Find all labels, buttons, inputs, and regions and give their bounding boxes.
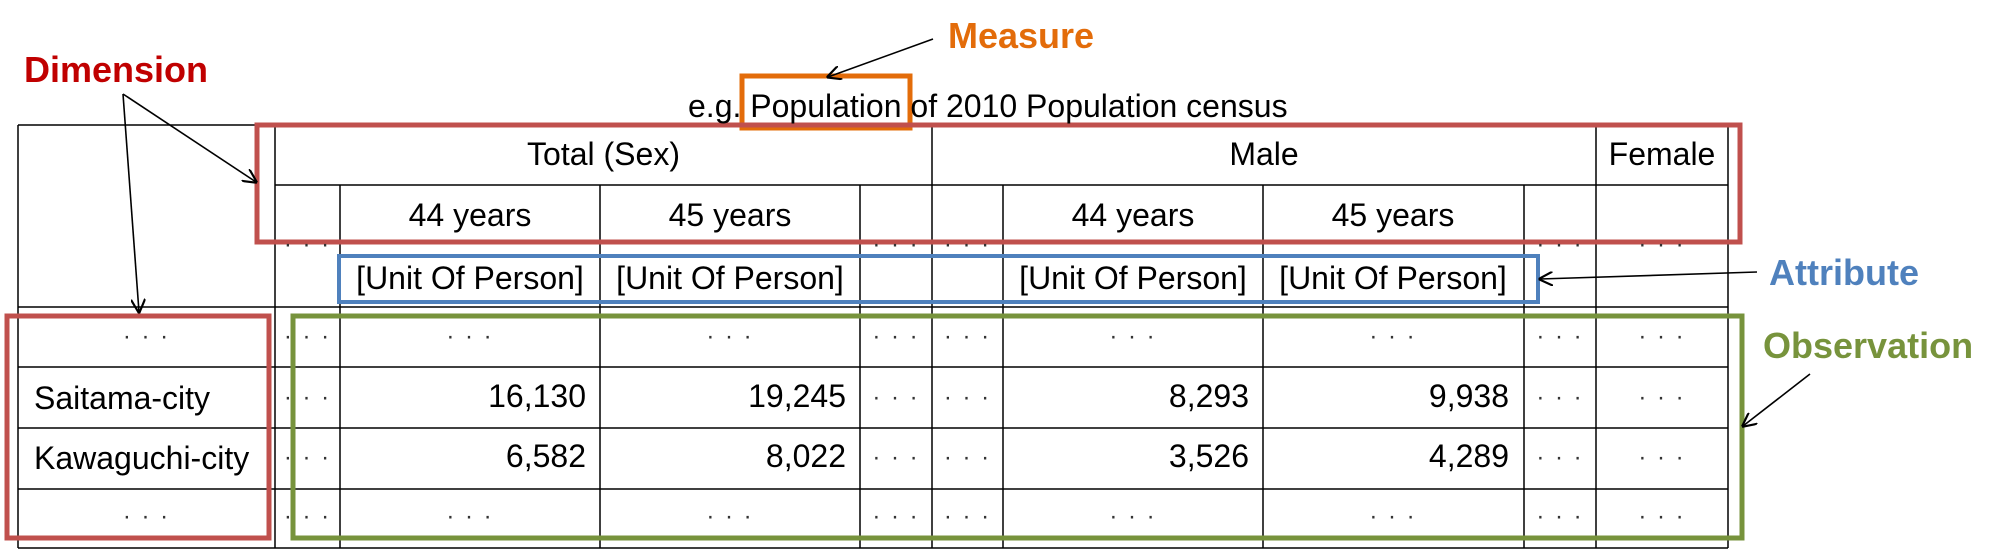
- attribute-arrow: [1540, 271, 1758, 279]
- table-cell: 8,022: [765, 438, 846, 474]
- row-name: Kawaguchi-city: [34, 440, 250, 476]
- dimension-arrow-header: [122, 93, 256, 182]
- ellipsis: · · ·: [943, 231, 992, 258]
- ellipsis: · · ·: [943, 444, 992, 471]
- dimension-rows-box: [4, 313, 272, 541]
- ellipsis: · · ·: [1536, 444, 1584, 471]
- ellipsis: · · ·: [1536, 503, 1584, 530]
- ellipsis: · · ·: [1369, 323, 1417, 350]
- unit-label: [Unit Of Person]: [616, 260, 844, 296]
- ellipsis: · · ·: [872, 444, 920, 471]
- ellipsis: · · ·: [872, 231, 920, 258]
- row-name: · · ·: [122, 503, 171, 530]
- ellipsis: · · ·: [446, 323, 494, 350]
- ellipsis: · · ·: [1638, 503, 1686, 530]
- ellipsis: · · ·: [1638, 231, 1686, 258]
- unit-label: [Unit Of Person]: [1279, 260, 1507, 296]
- ellipsis: · · ·: [283, 503, 332, 530]
- row-name: Saitama-city: [34, 380, 211, 416]
- chart-title: e.g. Population of 2010 Population censu…: [688, 90, 1288, 122]
- header-total: Total (Sex): [527, 136, 680, 172]
- ellipsis: · · ·: [943, 323, 992, 350]
- header-female: Female: [1608, 136, 1716, 172]
- dimension-label: Dimension: [24, 49, 209, 90]
- table-cell: 8,293: [1168, 378, 1249, 414]
- age-header: 44 years: [1071, 197, 1195, 233]
- title-measure-word: Population: [750, 88, 902, 124]
- attribute-box: [337, 254, 1540, 304]
- ellipsis: · · ·: [1638, 384, 1686, 411]
- age-header: 44 years: [408, 197, 532, 233]
- table-cell: 19,245: [748, 378, 846, 414]
- age-header: 45 years: [1331, 197, 1455, 233]
- ellipsis: · · ·: [706, 323, 754, 350]
- ellipsis: · · ·: [1536, 384, 1584, 411]
- ellipsis: · · ·: [1109, 323, 1157, 350]
- ellipsis: · · ·: [1536, 323, 1584, 350]
- measure-arrow: [828, 38, 934, 77]
- ellipsis: · · ·: [872, 323, 920, 350]
- title-suffix: of 2010 Population census: [910, 88, 1288, 124]
- ellipsis: · · ·: [706, 503, 754, 530]
- row-name: · · ·: [122, 323, 171, 350]
- ellipsis: · · ·: [283, 323, 332, 350]
- table-cell: 3,526: [1168, 438, 1249, 474]
- table-cell: 16,130: [488, 378, 586, 414]
- ellipsis: · · ·: [943, 503, 992, 530]
- ellipsis: · · ·: [283, 444, 332, 471]
- ellipsis: · · ·: [1369, 503, 1417, 530]
- ellipsis: · · ·: [1536, 231, 1584, 258]
- header-male: Male: [1229, 136, 1299, 172]
- table-cell: 4,289: [1428, 438, 1509, 474]
- ellipsis: · · ·: [1638, 323, 1686, 350]
- observation-label: Observation: [1763, 325, 1974, 366]
- measure-label: Measure: [948, 15, 1095, 56]
- table-cell: 9,938: [1428, 378, 1509, 414]
- age-header: 45 years: [668, 197, 792, 233]
- title-prefix: e.g.: [688, 88, 742, 124]
- table-cell: 6,582: [505, 438, 586, 474]
- unit-label: [Unit Of Person]: [356, 260, 584, 296]
- ellipsis: · · ·: [1638, 444, 1686, 471]
- ellipsis: · · ·: [872, 384, 920, 411]
- dimension-arrow-rows: [122, 93, 139, 312]
- observation-arrow: [1743, 373, 1811, 426]
- ellipsis: · · ·: [283, 384, 332, 411]
- ellipsis: · · ·: [872, 503, 920, 530]
- ellipsis: · · ·: [943, 384, 992, 411]
- ellipsis: · · ·: [1109, 503, 1157, 530]
- unit-label: [Unit Of Person]: [1019, 260, 1247, 296]
- attribute-label: Attribute: [1769, 252, 1919, 293]
- ellipsis: · · ·: [283, 231, 332, 258]
- ellipsis: · · ·: [446, 503, 494, 530]
